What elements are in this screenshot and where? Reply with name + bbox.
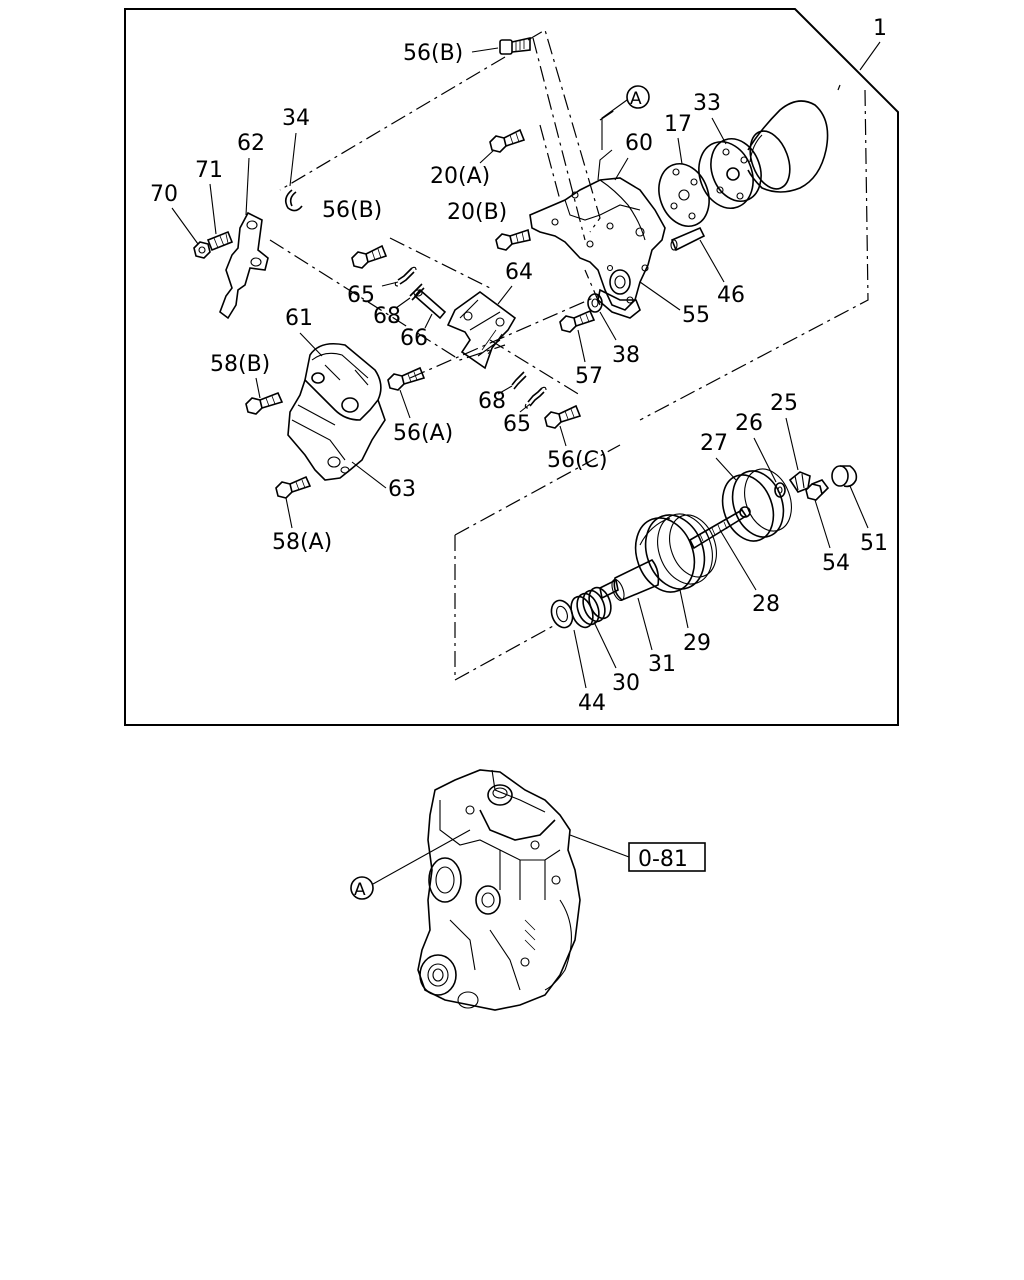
callout-56a: 56(A) bbox=[393, 421, 453, 446]
arm-55 bbox=[597, 288, 641, 319]
reference-marker-a-bottom-label: A bbox=[354, 880, 366, 900]
callout-54: 54 bbox=[822, 551, 850, 576]
callout-68-bottom: 68 bbox=[478, 389, 506, 414]
housing-60 bbox=[529, 149, 666, 311]
pin-66 bbox=[413, 288, 447, 320]
callout-70: 70 bbox=[150, 182, 178, 207]
callout-63: 63 bbox=[388, 477, 416, 502]
nut-54 bbox=[805, 479, 830, 501]
diaphragm-27 bbox=[721, 468, 792, 542]
actuator-cylinder bbox=[747, 100, 829, 193]
spring-68-bottom bbox=[511, 371, 527, 390]
plate-63 bbox=[287, 379, 386, 481]
callout-28: 28 bbox=[752, 592, 780, 617]
callout-31: 31 bbox=[648, 652, 676, 677]
callout-58b: 58(B) bbox=[210, 352, 270, 377]
flange-33 bbox=[698, 138, 762, 209]
callout-65-top: 65 bbox=[347, 283, 375, 308]
bolt-56b-mid bbox=[351, 244, 388, 269]
bolt-57 bbox=[559, 309, 596, 333]
pin-46 bbox=[670, 226, 706, 252]
spring-30 bbox=[570, 586, 612, 629]
callout-38: 38 bbox=[612, 343, 640, 368]
callout-25: 25 bbox=[770, 391, 798, 416]
spring-65-top bbox=[394, 266, 417, 287]
callout-20a: 20(A) bbox=[430, 164, 490, 189]
bolt-56b-top bbox=[499, 37, 531, 55]
callout-56c: 56(C) bbox=[547, 448, 608, 473]
callout-29: 29 bbox=[683, 631, 711, 656]
reference-marker-a-label: A bbox=[630, 89, 642, 109]
callout-33: 33 bbox=[693, 91, 721, 116]
bolt-20b bbox=[495, 228, 531, 251]
callout-51: 51 bbox=[860, 531, 888, 556]
nut-25 bbox=[788, 471, 811, 493]
bolt-58b bbox=[245, 391, 284, 415]
callout-17: 17 bbox=[664, 112, 692, 137]
gasket-17 bbox=[658, 163, 710, 227]
cover-61 bbox=[304, 342, 382, 421]
callout-30: 30 bbox=[612, 671, 640, 696]
callout-65-bottom: 65 bbox=[503, 412, 531, 437]
washer-38 bbox=[587, 293, 603, 313]
reference-marker-a-bottom: A bbox=[350, 829, 471, 900]
assembly-grouping-lines bbox=[269, 29, 869, 682]
callout-27: 27 bbox=[700, 431, 728, 456]
bolt-58a bbox=[275, 475, 312, 499]
nut-70 bbox=[193, 241, 211, 259]
bolt-20a bbox=[489, 128, 526, 153]
callout-56b-top: 56(B) bbox=[403, 41, 463, 66]
plate-64 bbox=[446, 291, 517, 370]
reference-marker-a-top: A bbox=[601, 85, 650, 150]
callout-60: 60 bbox=[625, 131, 653, 156]
callout-44: 44 bbox=[578, 691, 606, 716]
callout-64: 64 bbox=[505, 260, 533, 285]
piston-31 bbox=[599, 559, 660, 602]
callout-57: 57 bbox=[575, 364, 603, 389]
bolt-56c bbox=[544, 404, 582, 429]
bolt-71 bbox=[206, 230, 234, 252]
callout-61: 61 bbox=[285, 306, 313, 331]
reference-box-0-81: 0-81 bbox=[569, 834, 706, 872]
callout-26: 26 bbox=[735, 411, 763, 436]
pump-housing-reference-view bbox=[417, 769, 581, 1011]
bracket-62 bbox=[219, 211, 269, 320]
bolt-56a bbox=[387, 366, 426, 391]
callout-71: 71 bbox=[195, 158, 223, 183]
seat-44 bbox=[550, 599, 574, 629]
callout-34: 34 bbox=[282, 106, 310, 131]
callout-66: 66 bbox=[400, 326, 428, 351]
callout-62: 62 bbox=[237, 131, 265, 156]
callout-46: 46 bbox=[717, 283, 745, 308]
callout-1: 1 bbox=[873, 16, 887, 41]
diagram-frame bbox=[124, 8, 899, 726]
callout-20b: 20(B) bbox=[447, 200, 507, 225]
callout-55: 55 bbox=[682, 303, 710, 328]
callout-56b-mid: 56(B) bbox=[322, 198, 382, 223]
callout-58a: 58(A) bbox=[272, 530, 332, 555]
diaphragm-29 bbox=[634, 513, 717, 593]
snap-ring-34 bbox=[284, 189, 303, 212]
reference-box-label: 0-81 bbox=[638, 847, 688, 872]
cap-51 bbox=[831, 465, 858, 488]
